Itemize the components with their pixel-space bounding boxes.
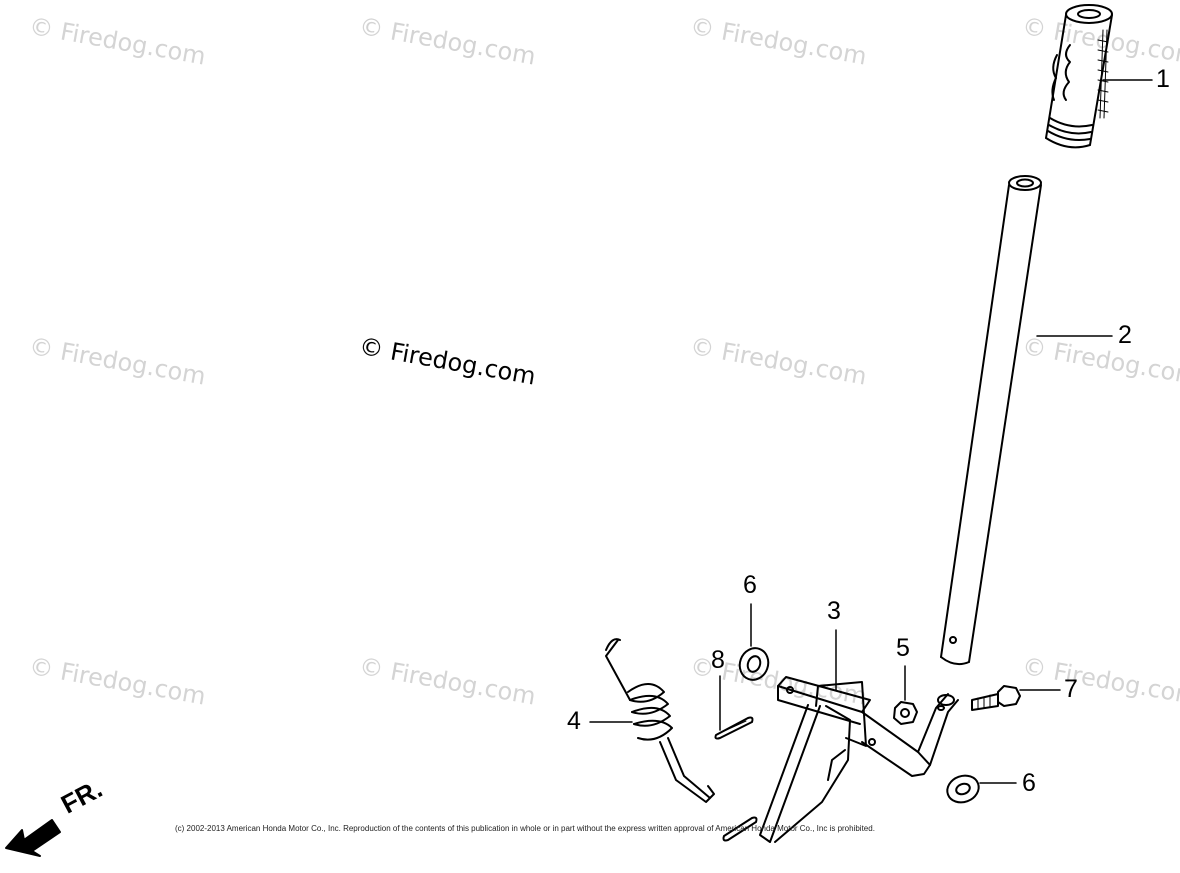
bolt-part-7 bbox=[971, 685, 1021, 711]
grip-part-1 bbox=[1045, 4, 1113, 149]
callout-3: 3 bbox=[827, 597, 841, 625]
washer-part-6-lower bbox=[946, 774, 980, 804]
callout-8: 8 bbox=[711, 646, 725, 674]
callout-1: 1 bbox=[1156, 65, 1170, 93]
callout-4: 4 bbox=[567, 707, 581, 735]
spring-part-4 bbox=[605, 638, 715, 803]
cotter-pin-part-8 bbox=[714, 716, 754, 740]
front-direction-arrow-icon bbox=[5, 819, 61, 857]
callout-5: 5 bbox=[896, 634, 910, 662]
handle-tube-part-2 bbox=[940, 175, 1042, 666]
copyright-notice: (c) 2002-2013 American Honda Motor Co., … bbox=[175, 824, 875, 833]
callout-7: 7 bbox=[1064, 675, 1078, 703]
callout-6-upper: 6 bbox=[743, 571, 757, 599]
cotter-pin-lower bbox=[722, 816, 758, 842]
washer-part-6-upper bbox=[738, 647, 770, 681]
callout-2: 2 bbox=[1118, 321, 1132, 349]
callout-6-lower: 6 bbox=[1022, 769, 1036, 797]
nut-part-5 bbox=[893, 701, 918, 725]
bracket-part-3 bbox=[759, 676, 959, 843]
